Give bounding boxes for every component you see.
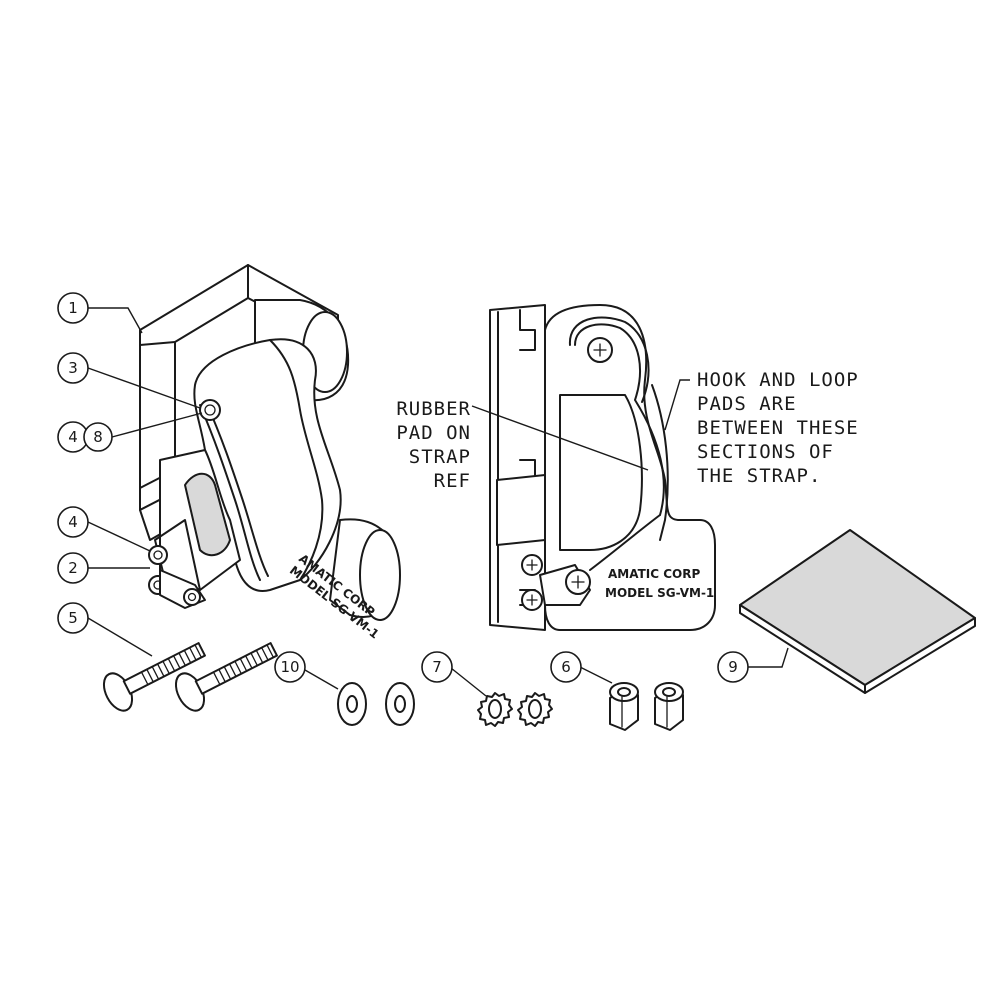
svg-text:10: 10 [280, 658, 299, 676]
side-mounting-plate [489, 304, 546, 631]
callout-5: 5 [57, 602, 89, 634]
lock-washers [477, 692, 553, 727]
svg-text:3: 3 [68, 359, 78, 377]
note-hook-loop-line3: BETWEEN THESE [697, 417, 859, 439]
left-isometric-assembly: AMATIC CORP MODEL SG-VM-1 [139, 264, 401, 641]
callout-6: 6 [550, 651, 582, 683]
svg-text:4: 4 [68, 513, 78, 531]
leader-lines [87, 307, 789, 697]
side-marking-line1: AMATIC CORP [608, 567, 700, 581]
svg-text:8: 8 [93, 428, 103, 446]
note-hook-loop-line4: SECTIONS OF [697, 441, 834, 463]
note-rubber-pad-line3: STRAP [409, 446, 471, 468]
right-side-view: AMATIC CORP MODEL SG-VM-1 [489, 304, 716, 631]
note-hook-loop-line1: HOOK AND LOOP [697, 369, 859, 391]
callout-1: 1 [57, 292, 89, 324]
svg-text:1: 1 [68, 299, 78, 317]
rubber-pad [739, 529, 976, 694]
note-hook-loop-line5: THE STRAP. [697, 465, 821, 487]
carriage-bolts [102, 642, 278, 712]
note-hook-loop-line2: PADS ARE [697, 393, 797, 415]
callout-4-lower: 4 [57, 506, 89, 538]
svg-text:7: 7 [432, 658, 442, 676]
note-rubber-pad-line4: REF [434, 470, 471, 492]
svg-text:4: 4 [68, 428, 78, 446]
note-rubber-pad-line2: PAD ON [396, 422, 471, 444]
svg-text:2: 2 [68, 559, 78, 577]
svg-text:5: 5 [68, 609, 78, 627]
svg-text:6: 6 [561, 658, 571, 676]
callout-8: 8 [83, 422, 113, 452]
lock-nuts [609, 682, 684, 731]
note-rubber-pad: RUBBER PAD ON STRAP REF [396, 398, 471, 492]
callout-2: 2 [57, 552, 89, 584]
callout-10: 10 [274, 651, 306, 683]
flat-washers [337, 682, 415, 726]
note-rubber-pad-line1: RUBBER [396, 398, 471, 420]
svg-text:9: 9 [728, 658, 738, 676]
callout-3: 3 [57, 352, 89, 384]
main-body [154, 338, 342, 601]
side-marking-line2: MODEL SG-VM-1 [605, 586, 714, 600]
callout-9: 9 [717, 651, 749, 683]
left-fasteners [148, 399, 221, 609]
callout-7: 7 [421, 651, 453, 683]
note-hook-loop: HOOK AND LOOP PADS ARE BETWEEN THESE SEC… [697, 369, 859, 487]
